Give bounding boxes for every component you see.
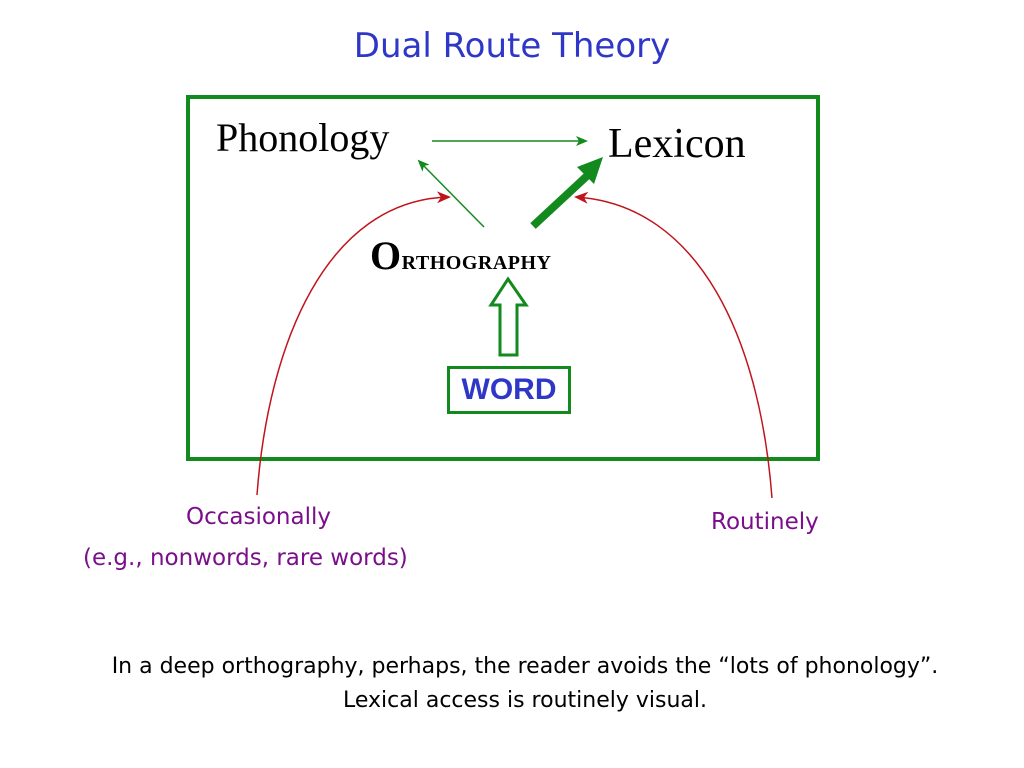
routinely-label: Routinely — [711, 509, 819, 535]
phonology-node: Phonology — [216, 115, 390, 160]
orthography-node: Orthography — [370, 232, 551, 279]
orthography-to-lexicon-bold-arrow — [530, 157, 603, 229]
occasionally-label: Occasionally — [186, 504, 331, 530]
word-to-orthography-block-arrow — [488, 276, 529, 357]
occasionally-examples-label: (e.g., nonwords, rare words) — [83, 545, 408, 571]
model-frame — [186, 95, 820, 461]
routine-route-curve — [574, 191, 773, 499]
occasional-route-curve — [256, 191, 451, 496]
orthography-to-phonology-arrow — [417, 159, 485, 228]
orthography-rest: rthography — [401, 245, 552, 276]
word-box: WORD — [447, 366, 571, 414]
slide-caption: In a deep orthography, perhaps, the read… — [111, 654, 939, 713]
orthography-initial: O — [370, 233, 402, 278]
slide-title: Dual Route Theory — [353, 26, 671, 66]
lexicon-node: Lexicon — [608, 121, 746, 167]
